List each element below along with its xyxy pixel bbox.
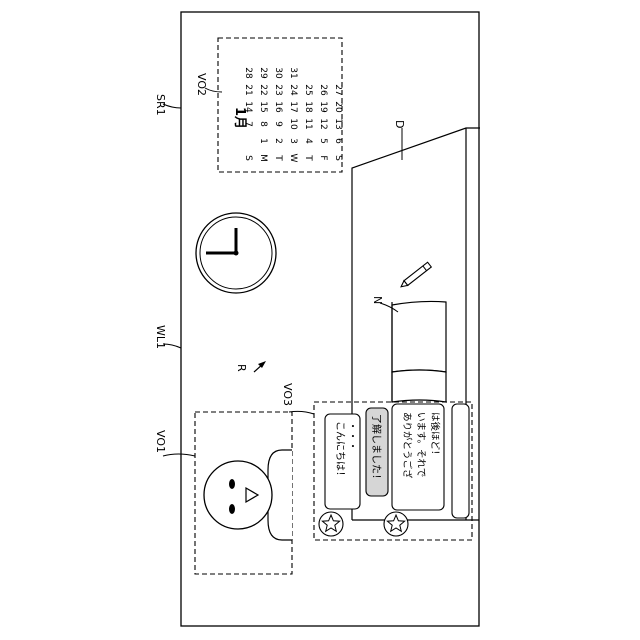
- notebook: [392, 301, 446, 402]
- calendar-day: 28: [243, 67, 253, 79]
- ref-label-n: N: [371, 296, 384, 304]
- calendar-day: 7: [243, 121, 253, 127]
- calendar-day: 10: [288, 118, 298, 130]
- star-avatar-icon: [384, 512, 408, 536]
- avatar-eye-right: [229, 504, 235, 514]
- calendar-weekday: M: [258, 154, 268, 162]
- calendar-day: 9: [273, 121, 283, 127]
- calendar-day: 1: [258, 138, 268, 144]
- chat-message-text: います。それで: [415, 412, 426, 477]
- ref-label-d: D: [393, 120, 406, 128]
- calendar-weekday: T: [303, 154, 313, 161]
- calendar-day: 5: [318, 138, 328, 144]
- calendar-weekday: S: [333, 155, 343, 161]
- calendar-grid: S7142128M18152229T29162330W310172431T411…: [243, 67, 343, 162]
- avatar-eye-left: [229, 479, 235, 489]
- calendar-weekday: W: [288, 154, 298, 163]
- chat-message-text: 了解しました！: [370, 414, 383, 484]
- calendar-day: 6: [333, 138, 343, 144]
- calendar-day: 20: [333, 101, 343, 113]
- chat-input-field[interactable]: [452, 404, 469, 518]
- calendar-day: 23: [273, 84, 283, 95]
- wall-clock: [196, 213, 276, 293]
- calendar-day: 11: [303, 118, 313, 129]
- calendar-day: 2: [273, 138, 283, 144]
- pen-icon: [399, 262, 431, 289]
- calendar-day: 27: [333, 84, 343, 95]
- calendar-day: 25: [303, 84, 313, 95]
- calendar-day: 16: [273, 101, 283, 113]
- calendar-day: 24: [288, 84, 298, 96]
- calendar-day: 13: [333, 118, 343, 129]
- calendar-day: 29: [258, 67, 268, 79]
- calendar-day: 18: [303, 101, 313, 113]
- chat-message-text: ・・・: [346, 421, 357, 451]
- chat-message-text: ありがとうござ: [401, 412, 413, 479]
- chat-message-text: こんにちは！: [334, 421, 346, 481]
- ref-label-wl1: WL1: [154, 325, 167, 349]
- calendar-day: 21: [243, 84, 253, 95]
- calendar-day: 3: [288, 138, 298, 144]
- calendar-day: 19: [318, 101, 328, 113]
- calendar-day: 8: [258, 121, 268, 127]
- calendar-weekday: F: [318, 155, 328, 160]
- ref-label-r: R: [235, 364, 248, 372]
- calendar-day: 22: [258, 84, 268, 95]
- calendar-day: 4: [303, 138, 313, 144]
- ref-label-sr1: SR1: [154, 94, 167, 116]
- avatar: [204, 450, 292, 540]
- calendar-weekday: T: [273, 154, 283, 161]
- calendar-day: 26: [318, 84, 328, 96]
- ref-label-vo2: VO2: [195, 73, 208, 96]
- direction-arrow: [254, 361, 266, 372]
- calendar-day: 17: [288, 101, 298, 112]
- calendar-day: 14: [243, 101, 253, 113]
- calendar-day: 12: [318, 118, 328, 129]
- chat-message-text: は後ほど！: [429, 412, 441, 460]
- calendar-day: 30: [273, 67, 283, 79]
- calendar-day: 15: [258, 101, 268, 112]
- star-avatar-icon: [319, 512, 343, 536]
- calendar-day: 31: [288, 67, 298, 78]
- calendar-weekday: S: [243, 155, 253, 161]
- ref-label-vo1: VO1: [154, 430, 167, 453]
- ref-label-vo3: VO3: [281, 383, 294, 406]
